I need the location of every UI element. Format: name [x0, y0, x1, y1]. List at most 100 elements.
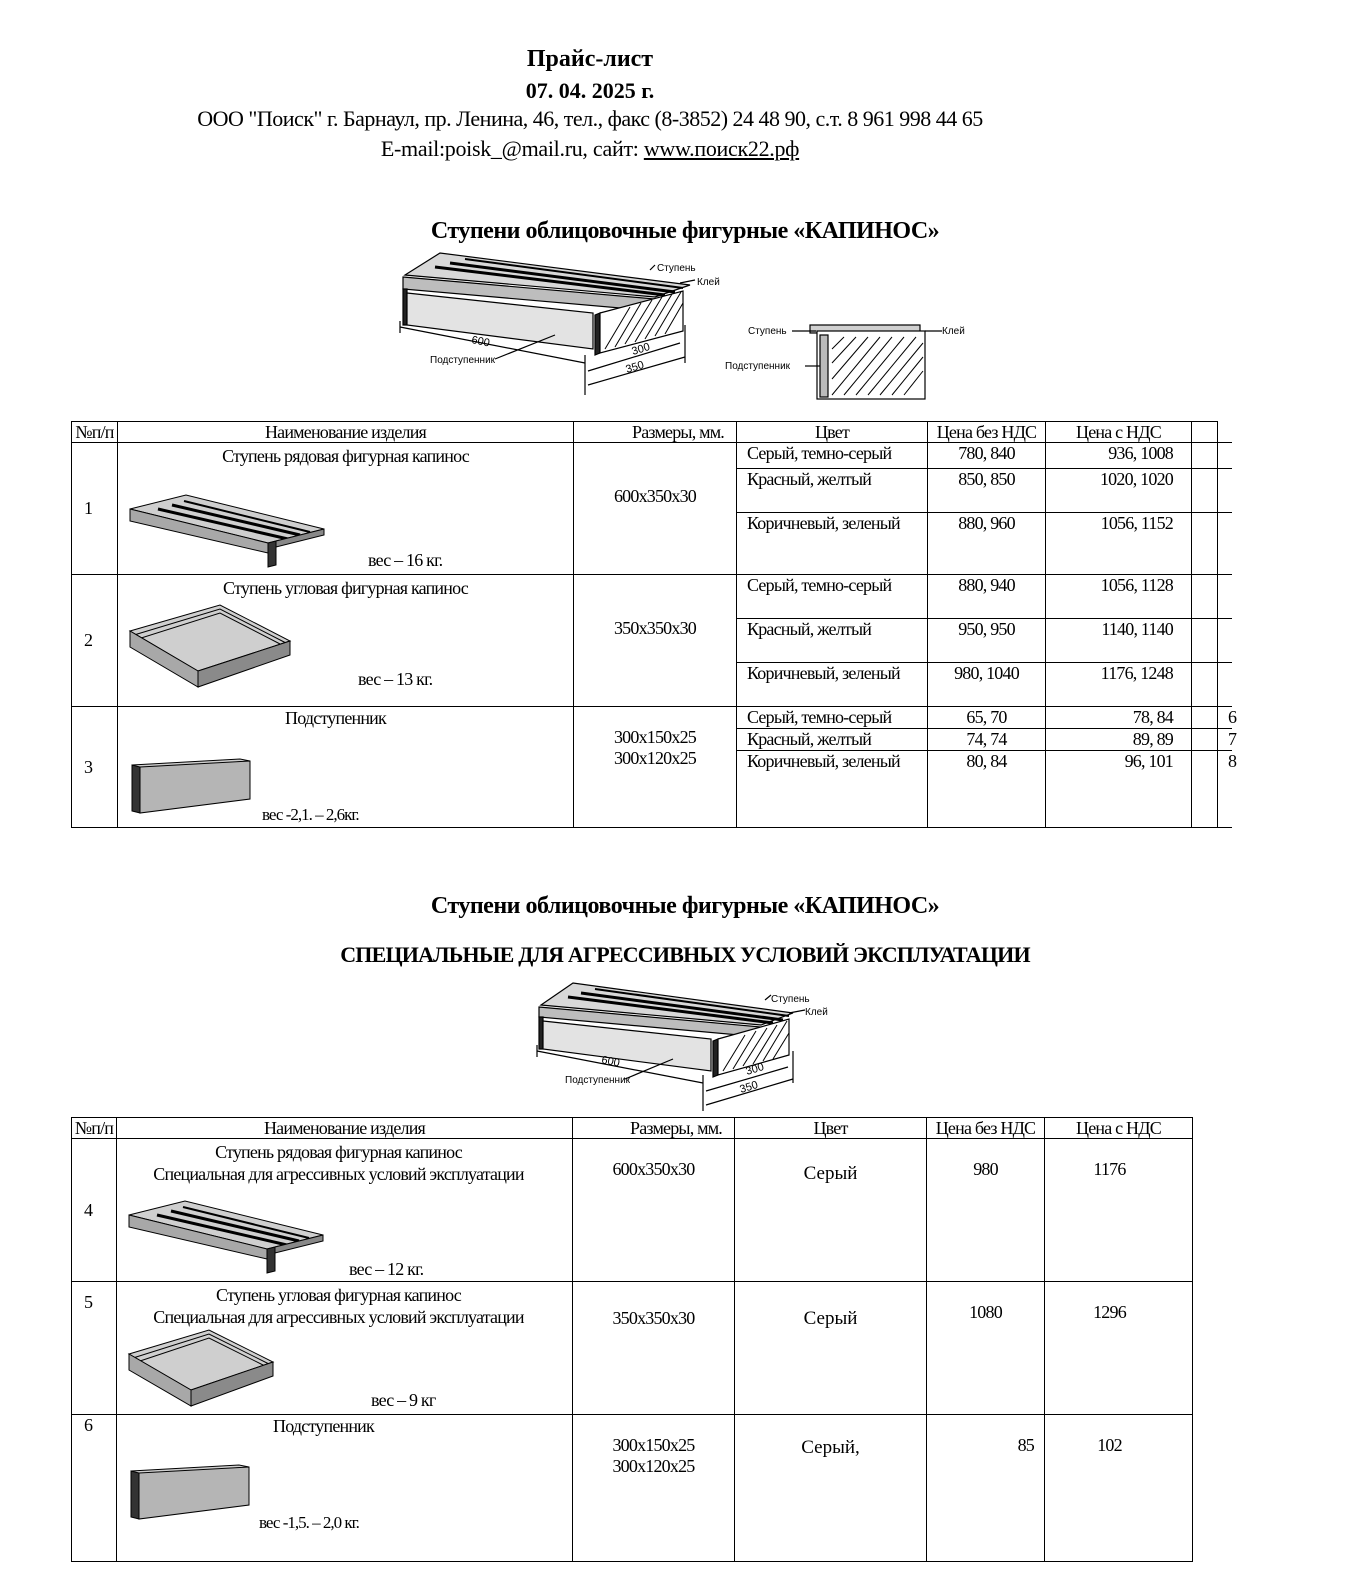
col-size: Размеры, мм. — [573, 421, 737, 443]
color-cell: Серый — [734, 1138, 927, 1282]
table2-header-row: №п/п Наименование изделия Размеры, мм. Ц… — [71, 1117, 1193, 1139]
price-net-cell: 780, 840 — [927, 442, 1046, 469]
product-size: 300х150х25 300х120х25 — [572, 1414, 735, 1562]
col-name: Наименование изделия — [116, 1117, 573, 1139]
section-diagram: Ступень Клей Подступенник — [725, 324, 965, 400]
price-vat-cell: 1296 — [1044, 1281, 1193, 1415]
col-extra2 — [1217, 421, 1232, 443]
product-cell: Подступенник вес -1,5. – 2,0 кг. — [116, 1414, 573, 1562]
product-weight: вес -2,1. – 2,6кг. — [262, 805, 360, 824]
site-link[interactable]: www.поиск22.рф — [643, 136, 800, 161]
price-vat-cell: 1176 — [1044, 1138, 1193, 1282]
row-number: 4 — [71, 1138, 117, 1282]
col-name: Наименование изделия — [117, 421, 574, 443]
product-weight: вес – 13 кг. — [358, 669, 433, 689]
color-cell: Серый, — [734, 1414, 927, 1562]
color-cell: Серый, темно-серый — [736, 574, 928, 619]
table-row: Коричневый, зеленый 980, 1040 1176, 1248 — [72, 662, 1232, 707]
riser-product-icon — [130, 1464, 250, 1520]
product-cell: Ступень рядовая фигурная капинос вес – 1… — [117, 442, 574, 575]
table-row: 4 Ступень рядовая фигурная капинос Специ… — [71, 1138, 1193, 1282]
price-vat-cell: 1056, 1152 — [1045, 512, 1192, 575]
table-row: Красный, желтый 850, 850 1020, 1020 — [72, 468, 1232, 513]
col-num: №п/п — [71, 1117, 117, 1139]
product-size: 600х350х30 — [572, 1138, 735, 1282]
section2-subtitle: СПЕЦИАЛЬНЫЕ ДЛЯ АГРЕССИВНЫХ УСЛОВИЙ ЭКСП… — [340, 942, 1030, 967]
label-600-2: 600 — [600, 1054, 620, 1069]
product-size-2: 300х120х25 — [612, 1456, 695, 1476]
product-name: Подступенник — [285, 708, 387, 728]
table-row: 2 Ступень угловая фигурная капинос вес –… — [71, 574, 1232, 707]
label-riser-2: Подступенник — [725, 361, 791, 372]
price-net-cell: 880, 940 — [927, 574, 1046, 619]
price-vat-cell: 96, 101 — [1045, 750, 1192, 828]
col-price-vat: Цена с НДС — [1045, 421, 1192, 443]
table-row: Коричневый, зеленый 880, 960 1056, 1152 — [72, 512, 1232, 575]
price-vat-cell: 1056, 1128 — [1045, 574, 1192, 619]
product-weight: вес – 12 кг. — [349, 1259, 424, 1279]
step-product-icon — [129, 494, 325, 568]
label-riser-3: Подступенник — [565, 1075, 631, 1086]
table-row: Красный, желтый 950, 950 1140, 1140 — [72, 618, 1232, 663]
product-name-2: Специальная для агрессивных условий эксп… — [153, 1307, 524, 1327]
product-size: 300х150х25 300х120х25 — [573, 706, 737, 828]
section2-title: Ступени облицовочные фигурные «КАПИНОС» — [430, 893, 940, 919]
label-step-2: Ступень — [748, 326, 787, 337]
step-diagram-2: Ступень Клей Подступенник 600 300 350 — [536, 982, 828, 1111]
product-weight: вес -1,5. – 2,0 кг. — [259, 1513, 360, 1532]
table-row: Красный, желтый 74, 74 89, 89 7 — [72, 728, 1237, 752]
price-net-cell: 880, 960 — [927, 512, 1046, 575]
price-net-cell: 950, 950 — [927, 618, 1046, 663]
table-row: Коричневый, зеленый 80, 84 96, 101 8 — [72, 750, 1237, 828]
price-vat-cell: 102 — [1044, 1414, 1193, 1562]
product-weight: вес – 9 кг — [371, 1390, 436, 1410]
row-number: 5 — [71, 1281, 117, 1415]
table-row: 1 Ступень рядовая фигурная капинос вес – — [71, 442, 1232, 575]
col-price-net: Цена без НДС — [926, 1117, 1045, 1139]
extra-cell: 6 — [1217, 705, 1237, 730]
product-cell: Ступень угловая фигурная капинос Специал… — [116, 1281, 573, 1415]
col-num: №п/п — [71, 421, 118, 443]
price-net-cell: 850, 850 — [927, 468, 1046, 513]
extra-cell: 7 — [1217, 728, 1237, 752]
price-vat-cell: 1140, 1140 — [1045, 618, 1192, 663]
product-cell: Подступенник вес -2,1. – 2,6кг. — [117, 706, 574, 828]
label-600: 600 — [470, 334, 490, 349]
label-glue-3: Клей — [805, 1007, 828, 1018]
price-net-cell: 980, 1040 — [927, 662, 1046, 707]
product-name: Ступень угловая фигурная капинос — [223, 578, 469, 598]
price-vat-cell: 1020, 1020 — [1045, 468, 1192, 513]
color-cell: Красный, желтый — [736, 728, 928, 752]
price-date: 07. 04. 2025 г. — [525, 78, 655, 103]
label-300-2: 300 — [744, 1061, 765, 1078]
label-glue: Клей — [697, 277, 720, 288]
page-title: Прайс-лист — [526, 46, 654, 72]
product-size-2: 300х120х25 — [613, 748, 697, 768]
label-350: 350 — [624, 359, 645, 376]
label-300: 300 — [630, 341, 651, 358]
table-row: 5 Ступень угловая фигурная капинос Специ… — [71, 1281, 1193, 1415]
table1-header-row: №п/п Наименование изделия Размеры, мм. Ц… — [71, 421, 1232, 443]
row-number: 2 — [71, 574, 118, 707]
price-vat-cell: 78, 84 — [1045, 705, 1192, 730]
color-cell: Красный, желтый — [736, 468, 928, 513]
product-cell: Ступень рядовая фигурная капинос Специал… — [116, 1138, 573, 1282]
product-name: Подступенник — [273, 1416, 375, 1436]
price-vat-cell: 89, 89 — [1045, 728, 1192, 752]
color-cell: Серый, темно-серый — [736, 442, 928, 469]
product-size-1: 300х150х25 — [612, 1435, 695, 1455]
price-table-1: №п/п Наименование изделия Размеры, мм. Ц… — [71, 421, 1237, 828]
product-name: Ступень угловая фигурная капинос — [216, 1285, 462, 1305]
email-text: E-mail:poisk_@mail.ru, сайт: — [380, 136, 644, 161]
product-weight: вес – 16 кг. — [368, 550, 443, 570]
color-cell: Серый, темно-серый — [736, 705, 928, 730]
price-vat-cell: 936, 1008 — [1045, 442, 1192, 469]
label-step-3: Ступень — [771, 994, 810, 1005]
product-size-1: 300х150х25 — [613, 727, 697, 747]
color-cell: Красный, желтый — [736, 618, 928, 663]
color-cell: Серый — [734, 1281, 927, 1415]
product-size: 350х350х30 — [573, 574, 737, 707]
col-color: Цвет — [734, 1117, 927, 1139]
col-color: Цвет — [736, 421, 928, 443]
product-name: Ступень рядовая фигурная капинос — [215, 1142, 463, 1162]
